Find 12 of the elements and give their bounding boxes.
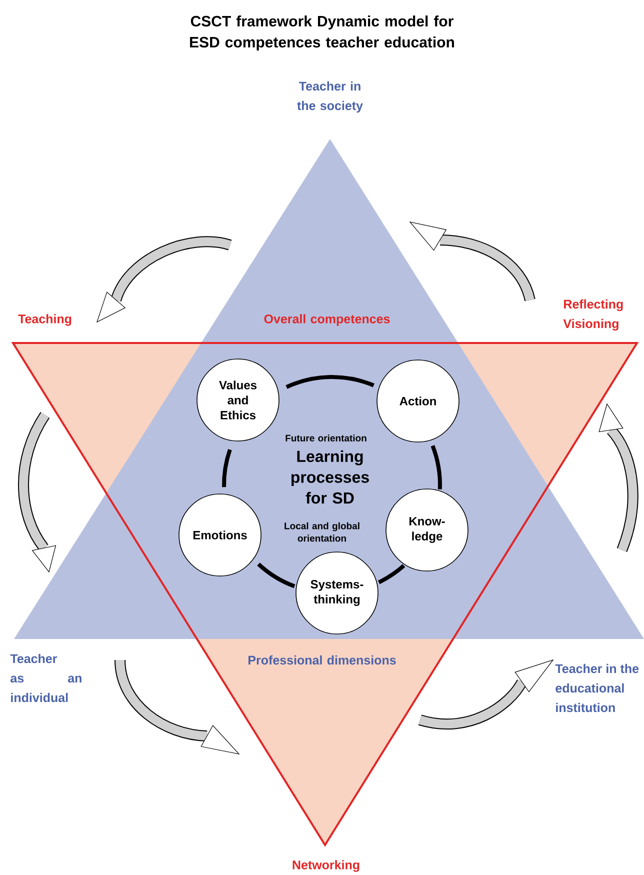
triangle-label: Professional dimensions [248,655,396,665]
corner-label: Teacher as an individual [10,654,82,702]
corner-label: Networking [292,860,360,872]
corner-label: Reflecting Visioning [563,299,623,331]
triangle-label: Overall competences [264,314,390,326]
corner-label: Teacher in the society [297,81,363,113]
title: CSCT framework Dynamic model for ESD competences teacher education [190,16,454,50]
ring-title: Learning processes for SD [291,450,369,504]
ring-caption: Future orientation [286,434,366,442]
corner-label: Teacher in the educational institution [555,664,639,712]
corner-label: Teaching [18,314,72,326]
ring-caption: Local and global orientation [284,522,360,542]
